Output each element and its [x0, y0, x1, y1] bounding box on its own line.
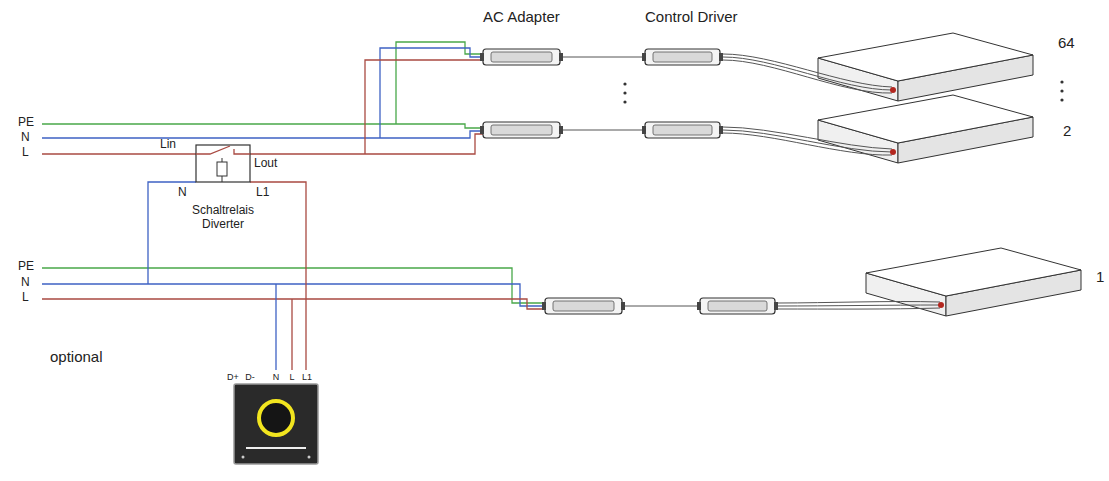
pe-wire [42, 124, 483, 128]
n-wire [380, 48, 483, 138]
control-driver-symbol [642, 49, 723, 65]
led-panel [723, 95, 1033, 163]
pe-wire [42, 268, 545, 303]
control-driver-symbol [697, 298, 778, 314]
led-panel [778, 248, 1081, 316]
relay-symbol [196, 145, 250, 182]
pin-label: N [273, 372, 280, 382]
terminal-label: Schaltrelais Diverter [183, 204, 263, 232]
ellipsis-dot [1060, 89, 1063, 92]
pin-label: D+ [227, 372, 239, 382]
ellipsis-dot [623, 82, 626, 85]
ellipsis-dot [623, 100, 626, 103]
ac-adapter-symbol [480, 122, 563, 138]
control-driver-symbol [642, 122, 723, 138]
terminal-label: Lin [160, 138, 176, 152]
terminal-label: L [22, 146, 29, 160]
column-heading: Control Driver [645, 8, 738, 25]
l-wire [291, 299, 292, 370]
n-wire [148, 182, 196, 284]
cord [622, 306, 700, 307]
cord [560, 57, 645, 58]
pin-label: L1 [302, 372, 312, 382]
terminal-label: Lout [254, 157, 277, 171]
terminal-label: PE [18, 116, 34, 130]
terminal-label: N [21, 276, 30, 290]
ellipsis-dot [1060, 80, 1063, 83]
l-out-wire [250, 134, 483, 154]
control-panel [234, 384, 318, 464]
terminal-label: L [22, 291, 29, 305]
l-wire [42, 153, 196, 154]
l-out-wire [365, 60, 483, 154]
callout-number: 64 [1058, 34, 1075, 51]
terminal-label: L1 [256, 186, 269, 200]
terminal-label: N [21, 131, 30, 145]
l-wire [42, 299, 545, 309]
pin-label: D- [245, 372, 255, 382]
n-wire [42, 131, 483, 138]
ac-adapter-symbol [480, 49, 563, 65]
callout-number: 1 [1096, 268, 1104, 285]
l1-wire [250, 182, 306, 370]
cord [560, 130, 645, 131]
ac-adapter-symbol [542, 298, 625, 314]
led-panel [723, 33, 1033, 101]
callout-number: 2 [1063, 122, 1071, 139]
n-wire [42, 284, 545, 306]
terminal-label: optional [50, 348, 103, 365]
n-wire [275, 284, 276, 370]
pin-label: L [289, 372, 294, 382]
terminal-label: N [178, 186, 187, 200]
ellipsis-dot [1060, 98, 1063, 101]
terminal-label: PE [18, 260, 34, 274]
column-heading: AC Adapter [483, 8, 560, 25]
ellipsis-dot [623, 91, 626, 94]
